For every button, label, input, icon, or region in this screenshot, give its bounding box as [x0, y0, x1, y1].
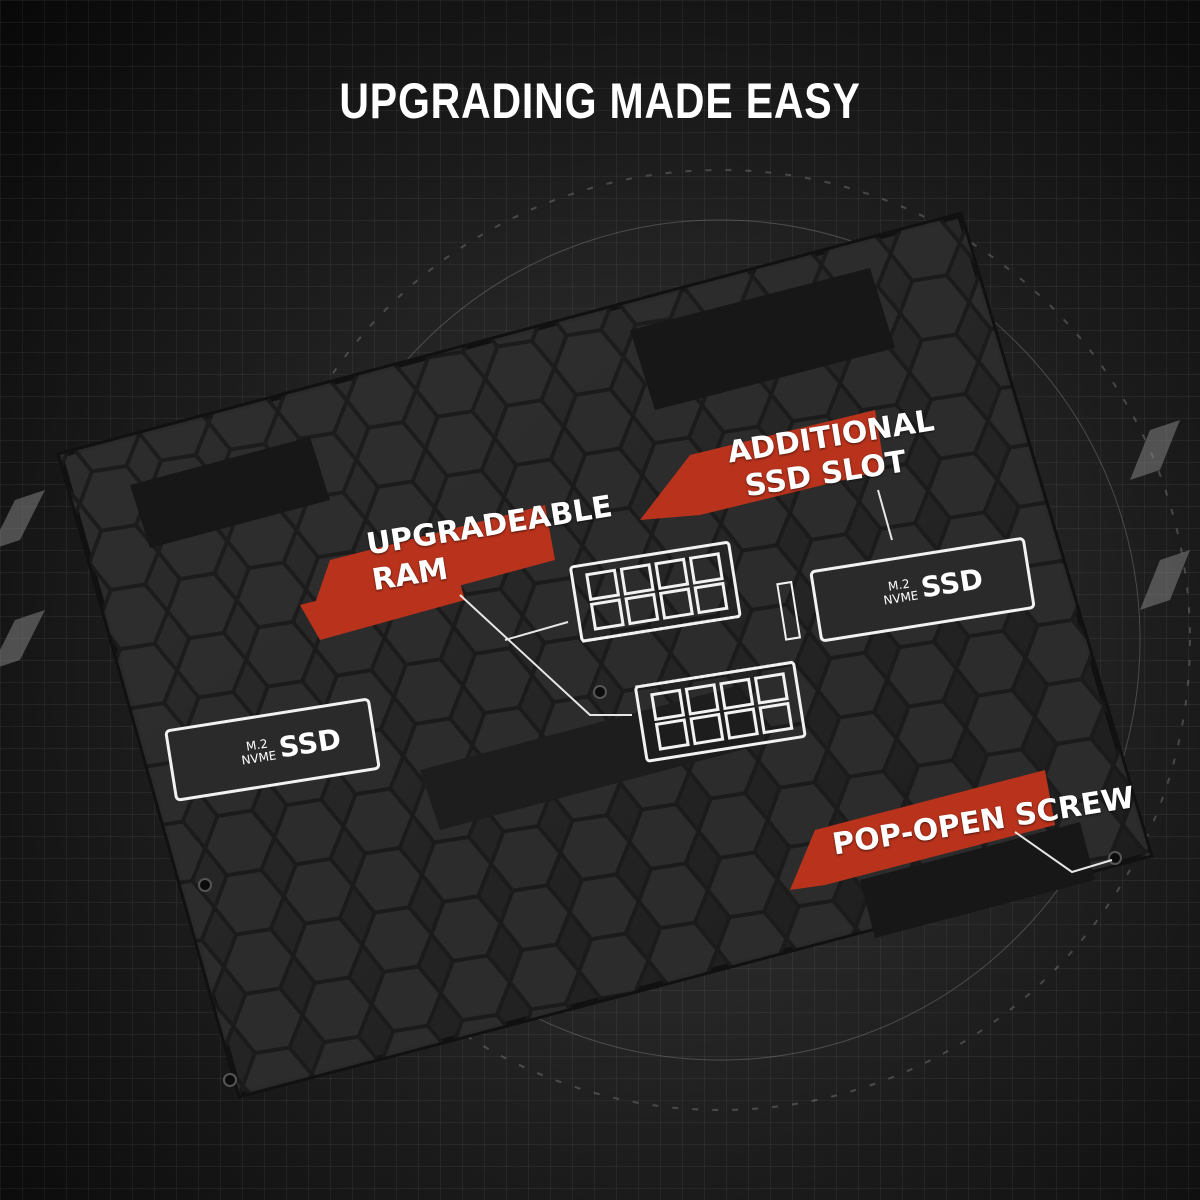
leader-lines [459, 489, 1113, 874]
ram-callout-banner-lower [300, 565, 465, 640]
ssd-card-right [776, 537, 1036, 642]
ssd-slot-callout-banner [640, 410, 885, 520]
ram-module-lower [634, 660, 807, 763]
ram-module-upper [569, 541, 742, 643]
screw-callout-banner [790, 770, 1055, 890]
laptop-chassis [56, 211, 1154, 1099]
callout-banners [300, 410, 1055, 890]
page-title: UPGRADING MADE EASY [339, 73, 861, 129]
decorative-slashes [0, 420, 1190, 667]
ssd-card-left [164, 698, 381, 802]
